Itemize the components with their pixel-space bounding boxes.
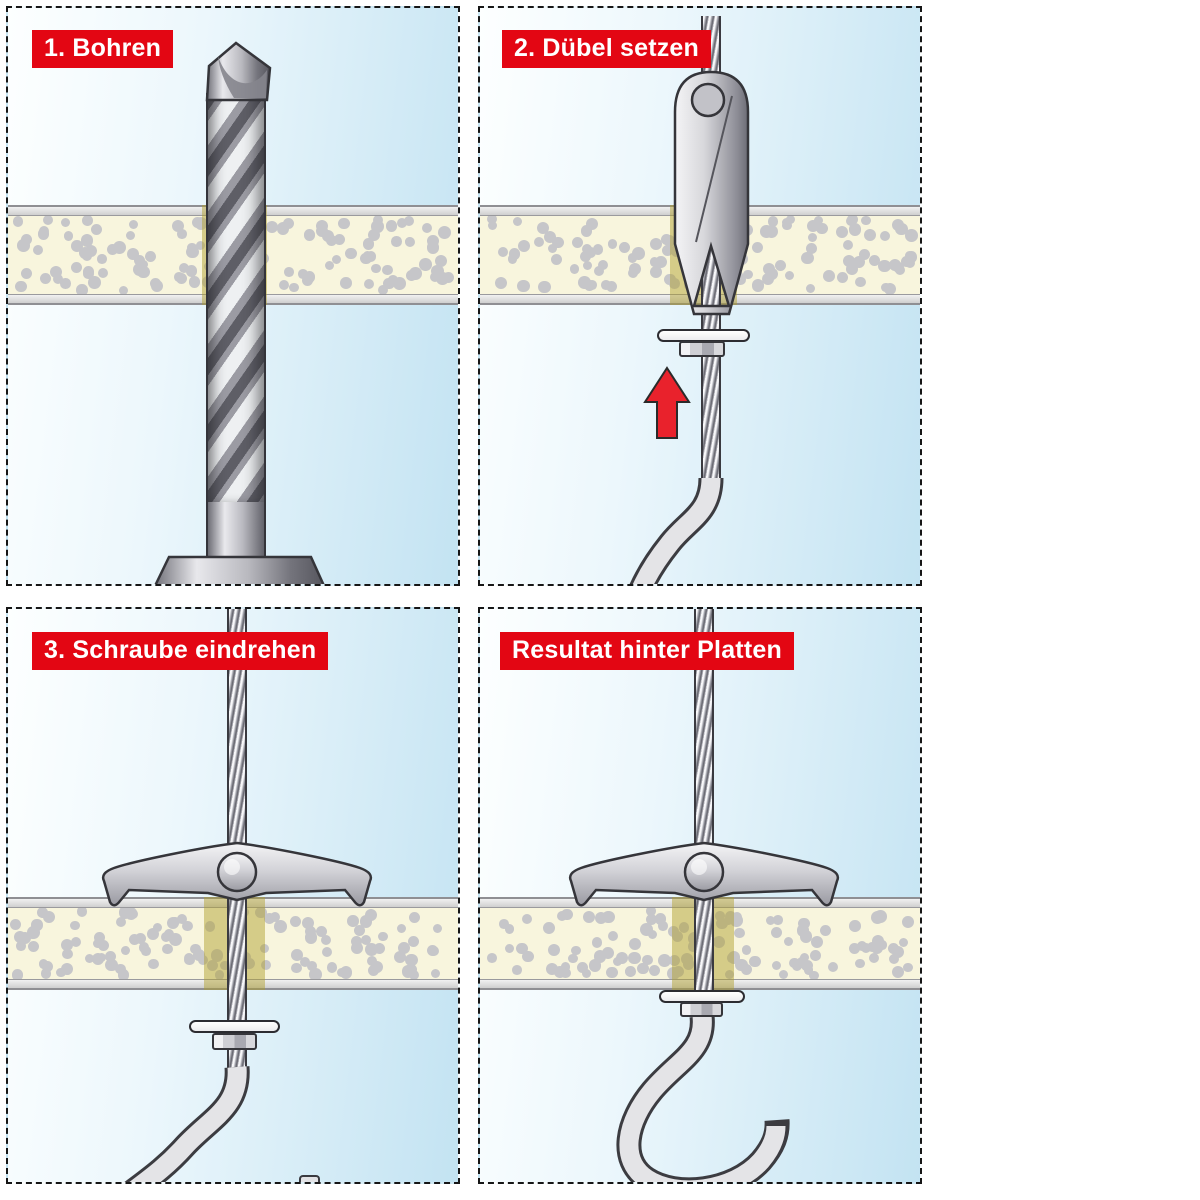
drill-bit-icon — [206, 93, 266, 504]
hook-icon — [129, 1066, 247, 1182]
hook-icon — [619, 1014, 786, 1182]
anchor-illustration — [629, 70, 750, 584]
drill-tip-facet — [218, 56, 267, 98]
hook-tip — [299, 1175, 320, 1182]
panel-step-1: 1. Bohren — [6, 6, 460, 586]
pivot-highlight — [224, 859, 240, 875]
step-label-text: 1. Bohren — [44, 34, 162, 62]
panel-step-2: 2. Dübel setzen — [478, 6, 922, 586]
panel-step-3: 3. Schraube eindrehen — [6, 607, 460, 1184]
step-label: 2. Dübel setzen — [502, 30, 711, 68]
washer — [189, 1020, 280, 1033]
toggle-anchor-folded-icon — [673, 70, 750, 316]
pivot-highlight — [691, 859, 707, 875]
threaded-rod — [227, 1048, 247, 1070]
threaded-rod — [227, 609, 247, 1021]
drill-shank — [206, 502, 266, 558]
drill-metal-parts — [154, 41, 325, 584]
threaded-rod — [701, 356, 721, 480]
board-liner-bottom — [480, 294, 920, 305]
step-label-text: Resultat hinter Platten — [512, 636, 782, 664]
drill-chuck — [154, 555, 325, 584]
hex-nut — [679, 341, 725, 357]
anchor-illustration — [101, 841, 373, 1182]
step-label-text: 3. Schraube eindrehen — [44, 636, 317, 664]
hex-nut — [680, 1002, 723, 1017]
step-label: 1. Bohren — [32, 30, 174, 68]
step-label: 3. Schraube eindrehen — [32, 632, 329, 670]
up-arrow-icon — [643, 366, 691, 439]
hex-nut — [212, 1033, 257, 1050]
toggle-seam — [695, 95, 733, 243]
step-label-text: 2. Dübel setzen — [514, 34, 699, 62]
step-label: Resultat hinter Platten — [500, 632, 794, 670]
hook-icon — [632, 477, 721, 584]
panel-result: Resultat hinter Platten — [478, 607, 922, 1184]
toggle-pivot-hole — [690, 82, 726, 118]
anchor-illustration — [568, 841, 840, 1182]
